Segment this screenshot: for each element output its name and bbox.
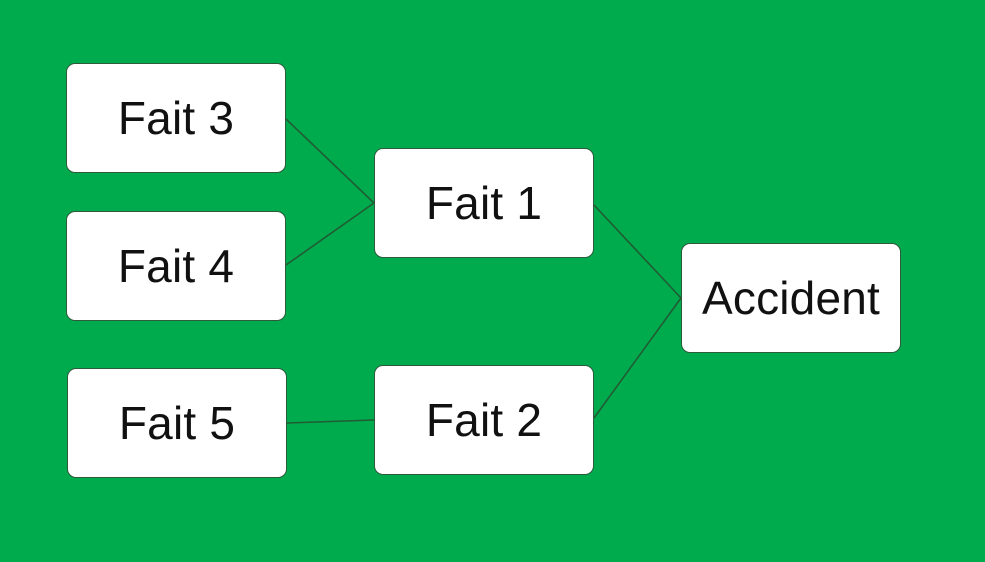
- node-fait-1: Fait 1: [374, 148, 594, 258]
- node-fait-4: Fait 4: [66, 211, 286, 321]
- node-label: Fait 1: [425, 177, 543, 229]
- edge-fait4-fait1: [285, 202, 375, 266]
- node-label: Fait 5: [118, 397, 236, 449]
- node-fait-3: Fait 3: [66, 63, 286, 173]
- edge-fait3-fait1: [285, 118, 375, 204]
- node-label: Accident: [701, 272, 881, 324]
- node-fait-2: Fait 2: [374, 365, 594, 475]
- edge-fait1-accident: [593, 204, 682, 299]
- edge-fait2-accident: [593, 297, 682, 419]
- node-accident: Accident: [681, 243, 901, 353]
- node-fait-5: Fait 5: [67, 368, 287, 478]
- node-label: Fait 2: [425, 394, 543, 446]
- node-label: Fait 3: [117, 92, 235, 144]
- edge-fait5-fait2: [286, 419, 375, 424]
- node-label: Fait 4: [117, 240, 235, 292]
